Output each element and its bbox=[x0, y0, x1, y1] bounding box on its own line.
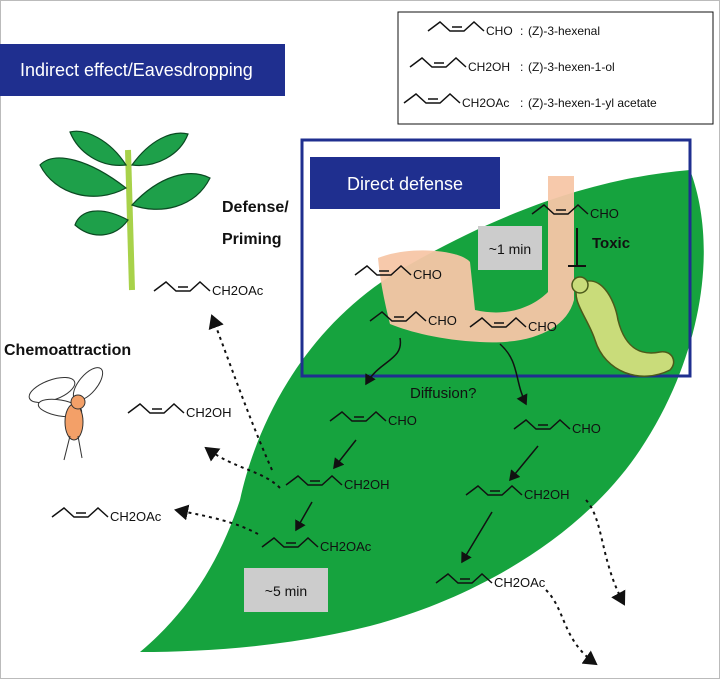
svg-text:CHO: CHO bbox=[428, 313, 457, 328]
legend-separator: : bbox=[520, 60, 523, 74]
molecule-cho-wound-top: CHO bbox=[531, 204, 619, 221]
legend-row-hexenyl-acetate: CH2OAc : (Z)-3-hexen-1-yl acetate bbox=[403, 93, 657, 110]
svg-text:CH2OAc: CH2OAc bbox=[494, 575, 546, 590]
svg-text:CHO: CHO bbox=[413, 267, 442, 282]
time-5min-text: ~5 min bbox=[265, 583, 307, 599]
defense-label: Defense/ bbox=[222, 199, 289, 216]
conversion-arrows bbox=[295, 337, 539, 564]
toxic-label: Toxic bbox=[592, 235, 630, 252]
legend-name: (Z)-3-hexen-1-ol bbox=[528, 60, 615, 74]
svg-text:CHO: CHO bbox=[590, 206, 619, 221]
molecule-ch2oac-plant: CH2OAc bbox=[153, 281, 264, 298]
plant-illustration bbox=[39, 130, 211, 291]
svg-text:CHO: CHO bbox=[572, 421, 601, 436]
molecule-ch2oh-left: CH2OH bbox=[285, 475, 390, 492]
diffusion-label: Diffusion? bbox=[410, 385, 476, 402]
legend-name: (Z)-3-hexen-1-yl acetate bbox=[528, 96, 657, 110]
priming-label: Priming bbox=[222, 231, 282, 248]
legend-separator: : bbox=[520, 24, 523, 38]
direct-defense-title: Direct defense bbox=[347, 174, 463, 194]
wounded-tissue bbox=[378, 176, 574, 343]
molecule-ch2oac-outside: CH2OAc bbox=[51, 507, 162, 524]
legend-group: CH2OH bbox=[468, 60, 510, 74]
indirect-effect-header bbox=[0, 44, 285, 96]
emission-arrows bbox=[174, 314, 626, 666]
molecule-ch2oh-wasp: CH2OH bbox=[127, 403, 232, 420]
legend-group: CH2OAc bbox=[462, 96, 509, 110]
legend-name: (Z)-3-hexenal bbox=[528, 24, 600, 38]
direct-defense-box bbox=[300, 138, 692, 378]
svg-text:CH2OAc: CH2OAc bbox=[110, 509, 162, 524]
chemoattraction-label: Chemoattraction bbox=[4, 342, 131, 359]
molecule-cho-wound-mid: CHO bbox=[369, 311, 457, 328]
molecule-ch2oh-right: CH2OH bbox=[465, 485, 570, 502]
legend-group: CHO bbox=[486, 24, 513, 38]
svg-text:CHO: CHO bbox=[388, 413, 417, 428]
molecule-cho-wound-left: CHO bbox=[354, 265, 442, 282]
time-box-1min bbox=[478, 226, 542, 270]
legend-row-hexenol: CH2OH : (Z)-3-hexen-1-ol bbox=[409, 57, 615, 74]
svg-text:CHO: CHO bbox=[528, 319, 557, 334]
caterpillar-illustration bbox=[571, 276, 675, 377]
direct-defense-header bbox=[310, 157, 500, 209]
wasp-illustration bbox=[28, 367, 104, 461]
legend-separator: : bbox=[520, 96, 523, 110]
molecule-cho-right: CHO bbox=[513, 419, 601, 436]
svg-text:CH2OH: CH2OH bbox=[524, 487, 570, 502]
legend-row-hexenal: CHO : (Z)-3-hexenal bbox=[427, 21, 600, 38]
svg-text:CH2OH: CH2OH bbox=[344, 477, 390, 492]
time-1min-text: ~1 min bbox=[489, 241, 531, 257]
molecule-cho-left: CHO bbox=[329, 411, 417, 428]
molecule-ch2oac-left: CH2OAc bbox=[261, 537, 372, 554]
svg-text:CH2OAc: CH2OAc bbox=[212, 283, 264, 298]
molecule-cho-wound-right: CHO bbox=[469, 317, 557, 334]
time-box-5min bbox=[244, 568, 328, 612]
svg-text:CH2OAc: CH2OAc bbox=[320, 539, 372, 554]
molecule-ch2oac-right: CH2OAc bbox=[435, 573, 546, 590]
legend-box bbox=[397, 11, 714, 125]
svg-text:CH2OH: CH2OH bbox=[186, 405, 232, 420]
indirect-effect-title: Indirect effect/Eavesdropping bbox=[20, 60, 253, 80]
